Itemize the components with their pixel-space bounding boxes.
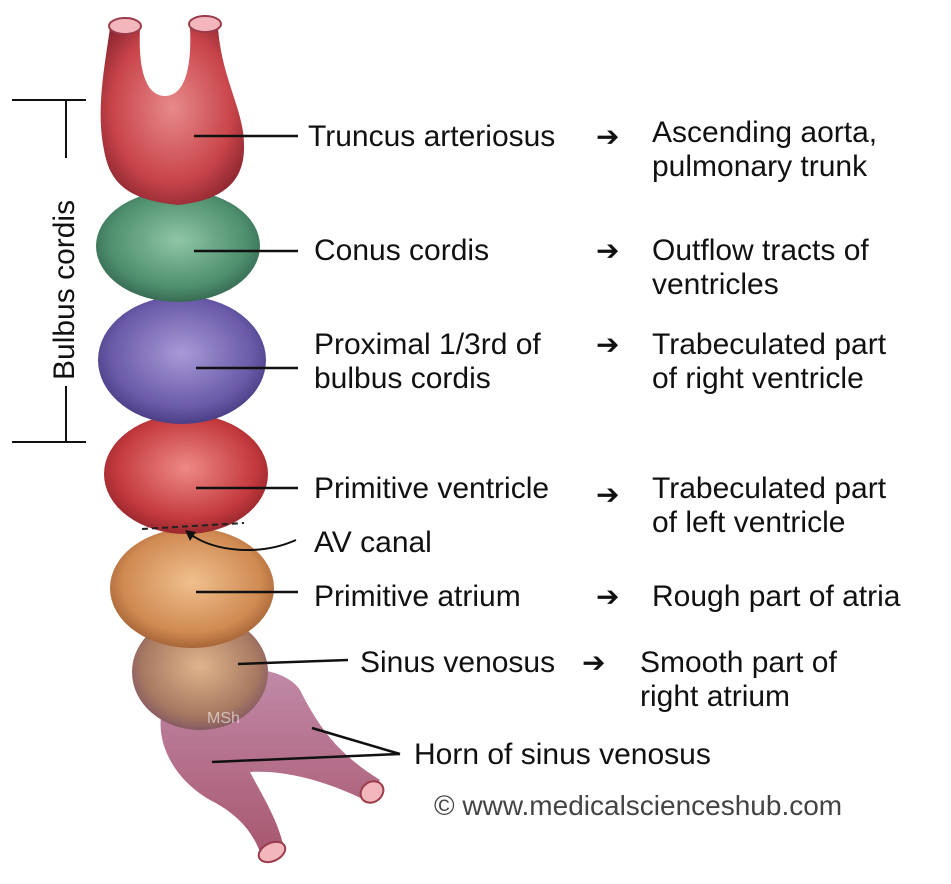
label-sinus-venosus: Sinus venosus: [360, 646, 556, 679]
arrow-1: ➔: [596, 121, 620, 152]
label-proximal-bulbus-line1: Proximal 1/3rd of: [314, 328, 541, 361]
fate-ventricle-line1: Trabeculated part: [652, 472, 887, 505]
primitive-ventricle-segment: [104, 414, 268, 534]
copyright-credit: © www.medicalscienceshub.com: [434, 790, 843, 821]
fate-sinus-line2: right atrium: [640, 680, 791, 713]
watermark: MSh: [207, 710, 240, 727]
fate-conus-line1: Outflow tracts of: [652, 234, 869, 267]
leader-lines: [194, 134, 401, 764]
label-primitive-atrium: Primitive atrium: [314, 580, 521, 613]
fate-atrium: Rough part of atria: [652, 580, 901, 613]
av-canal-pointer: [189, 533, 297, 551]
bulbus-cordis-bracket: [12, 99, 86, 443]
primitive-atrium-segment: [110, 528, 274, 648]
label-av-canal: AV canal: [314, 526, 432, 559]
fate-ventricle-line2: of left ventricle: [652, 506, 846, 539]
arrow-5: ➔: [596, 581, 620, 612]
fate-sinus-line1: Smooth part of: [640, 646, 837, 679]
fate-truncus-line1: Ascending aorta,: [652, 116, 878, 149]
arrow-3: ➔: [596, 329, 620, 360]
label-truncus-arteriosus: Truncus arteriosus: [308, 120, 556, 153]
label-conus-cordis: Conus cordis: [314, 234, 490, 267]
arrow-4: ➔: [596, 479, 620, 510]
label-horn-of-sinus-venosus: Horn of sinus venosus: [414, 738, 711, 771]
fate-proximal-line1: Trabeculated part: [652, 328, 887, 361]
label-primitive-ventricle: Primitive ventricle: [314, 472, 550, 505]
arrow-6: ➔: [582, 647, 606, 678]
fate-truncus-line2: pulmonary trunk: [652, 150, 868, 183]
label-proximal-bulbus-line2: bulbus cordis: [314, 362, 491, 395]
bulbus-cordis-label: Bulbus cordis: [48, 199, 81, 380]
av-canal-boundary: [141, 522, 245, 530]
proximal-bulbus-segment: [98, 296, 266, 424]
arrow-2: ➔: [596, 235, 620, 266]
fate-proximal-line2: of right ventricle: [652, 362, 864, 395]
conus-cordis-segment: [96, 190, 260, 302]
fate-conus-line2: ventricles: [652, 268, 779, 301]
truncus-arteriosus-segment: [100, 28, 245, 205]
